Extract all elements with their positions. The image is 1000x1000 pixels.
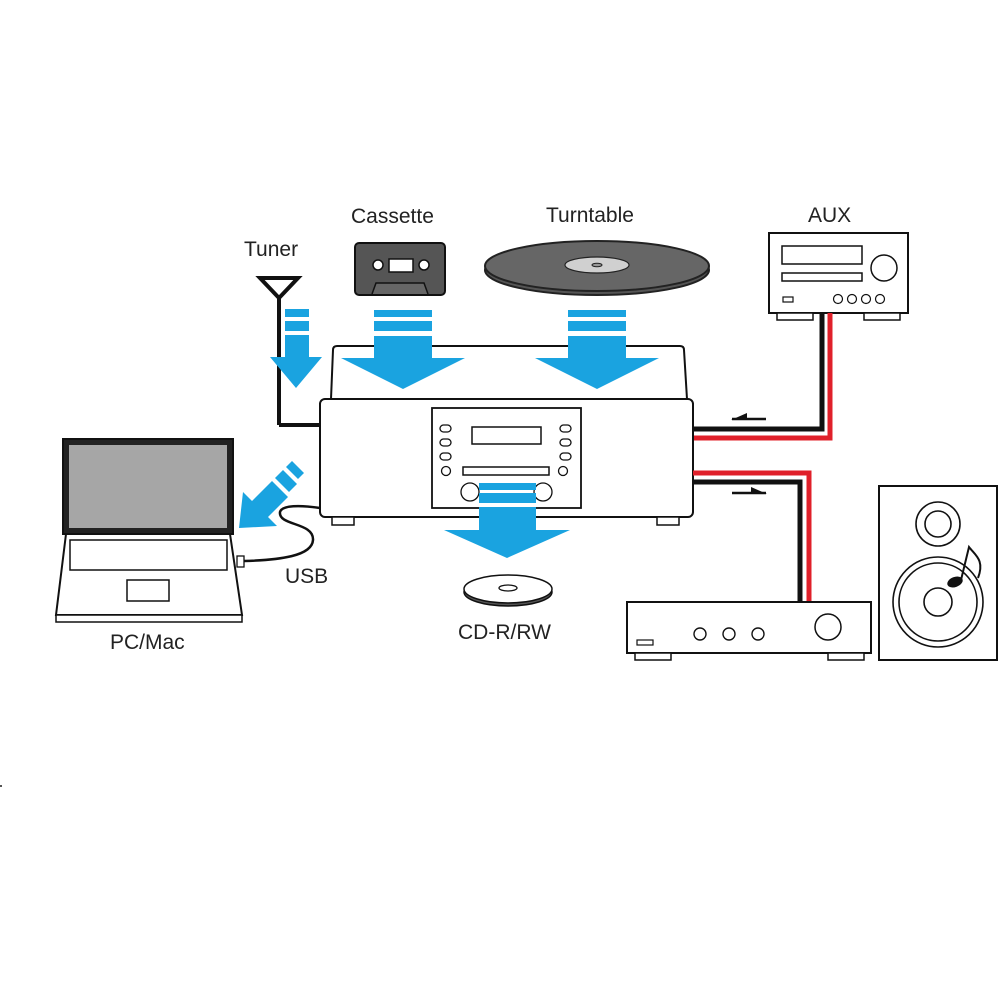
- tuner-label: Tuner: [244, 238, 298, 261]
- cassette-icon: [354, 242, 446, 296]
- cassette-label: Cassette: [351, 205, 434, 228]
- amplifier-group: [626, 470, 872, 661]
- speaker-icon: [878, 485, 998, 661]
- cd-label: CD-R/RW: [458, 621, 551, 644]
- vinyl-record-icon: [484, 240, 710, 296]
- turntable-label: Turntable: [546, 204, 634, 227]
- signal-direction-arrow-right: [732, 487, 767, 495]
- amplifier-cable: [693, 470, 812, 602]
- music-note-icon: [947, 544, 982, 588]
- cassette-arrow: [341, 310, 465, 389]
- amplifier-icon: [626, 601, 872, 661]
- turntable-arrow: [535, 310, 659, 389]
- turntable-group: Turntable: [484, 204, 710, 296]
- cassette-group: Cassette: [351, 205, 446, 296]
- pc-mac-label: PC/Mac: [110, 631, 185, 654]
- usb-label: USB: [285, 565, 328, 588]
- usb-cable: [243, 504, 321, 563]
- signal-direction-arrow-left: [731, 413, 766, 421]
- stereo-receiver-icon: [768, 232, 909, 321]
- stray-dot: [0, 785, 2, 787]
- aux-cable: [693, 313, 833, 441]
- pc-group: PC/Mac USB: [54, 438, 328, 654]
- aux-label: AUX: [808, 204, 851, 227]
- usb-arrow: [239, 461, 304, 528]
- laptop-icon: [54, 438, 245, 623]
- disc-icon: [463, 574, 553, 607]
- tuner-group: Tuner: [244, 238, 322, 427]
- tuner-arrow: [270, 309, 322, 388]
- cd-output-arrow: [444, 483, 570, 558]
- aux-group: AUX: [693, 204, 909, 441]
- cd-group: CD-R/RW: [458, 574, 553, 644]
